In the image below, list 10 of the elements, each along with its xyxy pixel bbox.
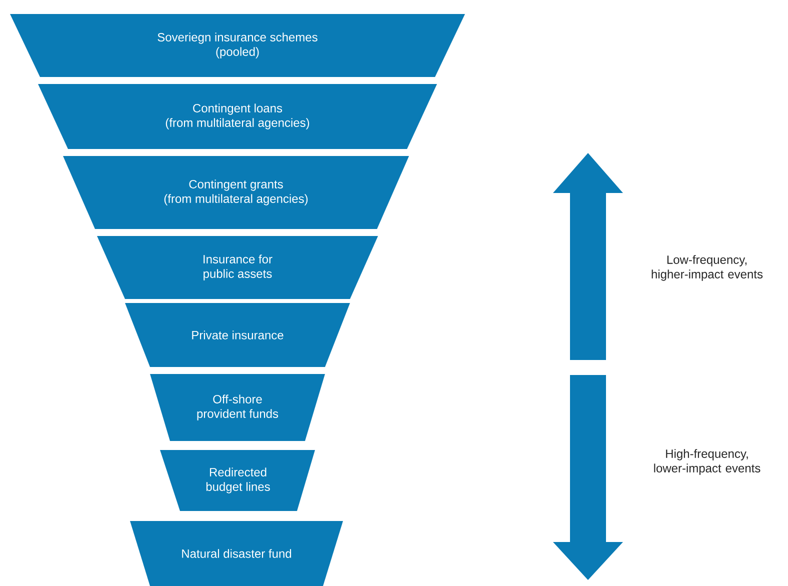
trapezoid-band: Contingent grants (from multilateral agencies) bbox=[63, 156, 409, 229]
trapezoid-band: Redirected budget lines bbox=[160, 450, 315, 511]
trapezoid-band: Insurance for public assets bbox=[97, 236, 378, 299]
trapezoid-band: Natural disaster fund bbox=[130, 520, 343, 586]
side-label: Low-frequency, higher-impact events bbox=[652, 255, 763, 281]
trapezoid-band: Off-shore provident funds bbox=[150, 374, 325, 441]
trapezoid-band: Private insurance bbox=[125, 303, 350, 367]
trapezoid-band: Contingent loans (from multilateral agencies) bbox=[38, 84, 437, 149]
side-label: High-frequency, lower-impact events bbox=[654, 449, 760, 475]
trapezoid-band: Soveriegn insurance schemes (pooled) bbox=[10, 14, 465, 77]
